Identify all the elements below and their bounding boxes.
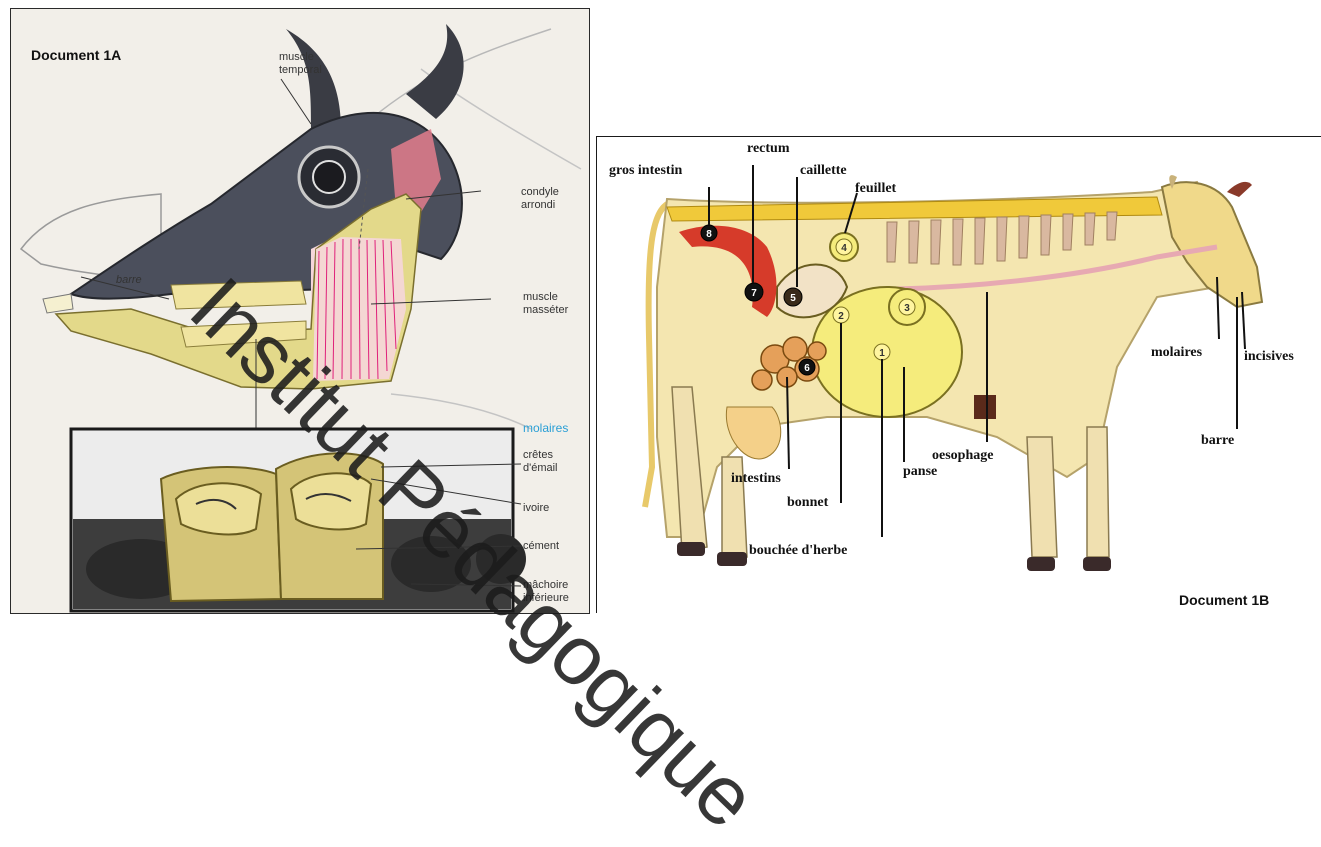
document-1a-panel: Document 1A muscle temporal condyle arro… <box>10 8 590 614</box>
label-bouchee: bouchée d'herbe <box>749 543 847 559</box>
oesophage-marker <box>974 395 996 419</box>
label-caillette: caillette <box>800 163 847 179</box>
label-barre-b: barre <box>1201 433 1234 449</box>
label-masseter: muscle masséter <box>523 291 568 317</box>
left-horn <box>286 29 341 129</box>
udder <box>726 407 780 459</box>
label-panse: panse <box>903 464 937 480</box>
document-1b-panel: 1 2 3 4 5 6 7 8 gros intestin rectum cai… <box>596 136 1321 613</box>
label-molaires-b: molaires <box>1151 345 1202 361</box>
document-1b-title: Document 1B <box>1179 592 1269 608</box>
label-muscle-temporal: muscle temporal <box>279 51 322 77</box>
document-1a-title: Document 1A <box>31 47 121 63</box>
svg-text:5: 5 <box>790 293 796 304</box>
svg-text:4: 4 <box>841 243 847 254</box>
svg-text:1: 1 <box>879 348 885 359</box>
svg-text:8: 8 <box>706 229 712 240</box>
label-rectum: rectum <box>747 141 790 157</box>
label-cement: cément <box>523 540 559 553</box>
skull-illustration <box>11 9 589 613</box>
label-incisives: incisives <box>1244 349 1294 365</box>
svg-text:3: 3 <box>904 303 910 314</box>
right-horn <box>406 24 464 119</box>
label-machoire: mâchoire inférieure <box>523 579 569 605</box>
label-bonnet: bonnet <box>787 495 828 511</box>
cow-illustration: 1 2 3 4 5 6 7 8 <box>597 137 1321 613</box>
upper-molars <box>171 281 306 309</box>
label-intestins: intestins <box>731 471 781 487</box>
label-feuillet: feuillet <box>855 181 896 197</box>
label-cretes: crêtes d'émail <box>523 449 558 475</box>
label-ivoire: ivoire <box>523 502 549 515</box>
label-gros-intestin: gros intestin <box>609 163 682 179</box>
lower-incisors <box>43 294 73 313</box>
svg-text:7: 7 <box>751 288 757 299</box>
label-molaires-a: molaires <box>523 422 568 435</box>
svg-text:6: 6 <box>804 363 810 374</box>
label-barre-a: barre <box>116 274 142 287</box>
svg-text:2: 2 <box>838 311 844 322</box>
label-condyle: condyle arrondi <box>521 186 559 212</box>
label-oesophage: oesophage <box>932 448 993 464</box>
